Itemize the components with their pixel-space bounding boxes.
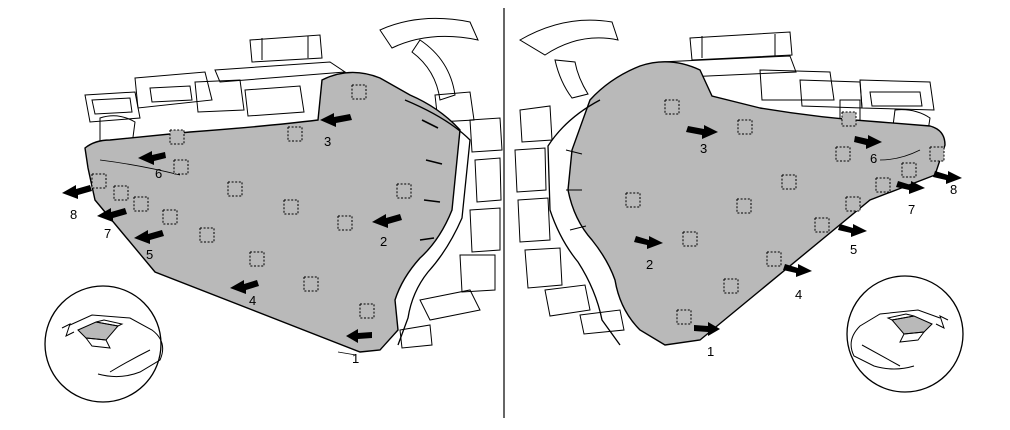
right-clip-detail xyxy=(846,275,964,393)
removal-arrow-icon xyxy=(694,322,720,336)
left-callout-4: 4 xyxy=(249,293,256,308)
clip-marker-icon xyxy=(359,303,375,319)
left-clip-detail xyxy=(44,285,164,403)
removal-arrow-icon xyxy=(838,224,867,237)
clip-marker-icon xyxy=(287,126,303,142)
left-callout-2: 2 xyxy=(380,234,387,249)
right-callout-8: 8 xyxy=(950,182,957,197)
clip-marker-icon xyxy=(845,196,861,212)
removal-arrow-icon xyxy=(854,135,882,149)
removal-arrow-icon xyxy=(686,125,718,139)
left-callouts: 1 2 3 4 5 6 7 8 xyxy=(70,134,387,366)
removal-arrow-icon xyxy=(230,280,259,294)
left-clip-markers xyxy=(91,84,412,319)
clip-marker-icon xyxy=(199,227,215,243)
clip-marker-icon xyxy=(682,231,698,247)
clip-marker-icon xyxy=(625,192,641,208)
removal-arrow-icon xyxy=(783,264,812,277)
clip-marker-icon xyxy=(736,198,752,214)
clip-marker-icon xyxy=(113,185,129,201)
clip-marker-icon xyxy=(814,217,830,233)
clip-marker-icon xyxy=(723,278,739,294)
right-callout-6: 6 xyxy=(870,151,877,166)
right-clip-markers xyxy=(625,99,945,325)
clip-marker-icon xyxy=(227,181,243,197)
clip-marker-icon xyxy=(875,177,891,193)
removal-arrow-icon xyxy=(634,236,663,249)
clip-marker-icon xyxy=(396,183,412,199)
left-callout-5: 5 xyxy=(146,247,153,262)
right-view xyxy=(514,19,962,346)
clip-marker-icon xyxy=(249,251,265,267)
clip-detail-icon xyxy=(846,275,964,393)
left-callout-8: 8 xyxy=(70,207,77,222)
left-removal-arrows xyxy=(62,113,402,343)
removal-arrow-icon xyxy=(134,230,164,244)
clip-detail-icon xyxy=(44,285,162,403)
right-callout-4: 4 xyxy=(795,287,802,302)
removal-arrow-icon xyxy=(933,171,962,184)
clip-marker-icon xyxy=(841,111,857,127)
removal-arrow-icon xyxy=(320,113,352,127)
removal-arrow-icon xyxy=(138,151,166,165)
clip-marker-icon xyxy=(337,215,353,231)
left-view xyxy=(62,17,503,356)
right-callout-2: 2 xyxy=(646,257,653,272)
clip-marker-icon xyxy=(781,174,797,190)
clip-marker-icon xyxy=(91,173,107,189)
left-callout-6: 6 xyxy=(155,166,162,181)
removal-arrow-icon xyxy=(97,208,127,222)
right-side-panel xyxy=(567,61,946,346)
clip-marker-icon xyxy=(173,159,189,175)
right-removal-arrows xyxy=(634,125,962,336)
clip-marker-icon xyxy=(929,146,945,162)
right-callout-1: 1 xyxy=(707,344,714,359)
clip-marker-icon xyxy=(835,146,851,162)
right-callout-3: 3 xyxy=(700,141,707,156)
clip-marker-icon xyxy=(133,196,149,212)
clip-marker-icon xyxy=(162,209,178,225)
right-callout-7: 7 xyxy=(908,202,915,217)
clip-marker-icon xyxy=(737,119,753,135)
clip-marker-icon xyxy=(303,276,319,292)
clip-marker-icon xyxy=(766,251,782,267)
clip-marker-icon xyxy=(351,84,367,100)
left-dashboard-structure xyxy=(84,17,503,349)
clip-marker-icon xyxy=(664,99,680,115)
right-callout-5: 5 xyxy=(850,242,857,257)
removal-arrow-icon xyxy=(372,214,402,228)
clip-marker-icon xyxy=(283,199,299,215)
left-callout-1: 1 xyxy=(352,351,359,366)
clip-marker-icon xyxy=(169,129,185,145)
clip-marker-icon xyxy=(901,162,917,178)
right-callouts: 1 2 3 4 5 6 7 8 xyxy=(646,141,957,359)
clip-marker-icon xyxy=(676,309,692,325)
removal-arrow-icon xyxy=(346,329,372,343)
left-callout-7: 7 xyxy=(104,226,111,241)
removal-arrow-icon xyxy=(896,181,925,194)
left-callout-3: 3 xyxy=(324,134,331,149)
removal-arrow-icon xyxy=(62,185,92,199)
